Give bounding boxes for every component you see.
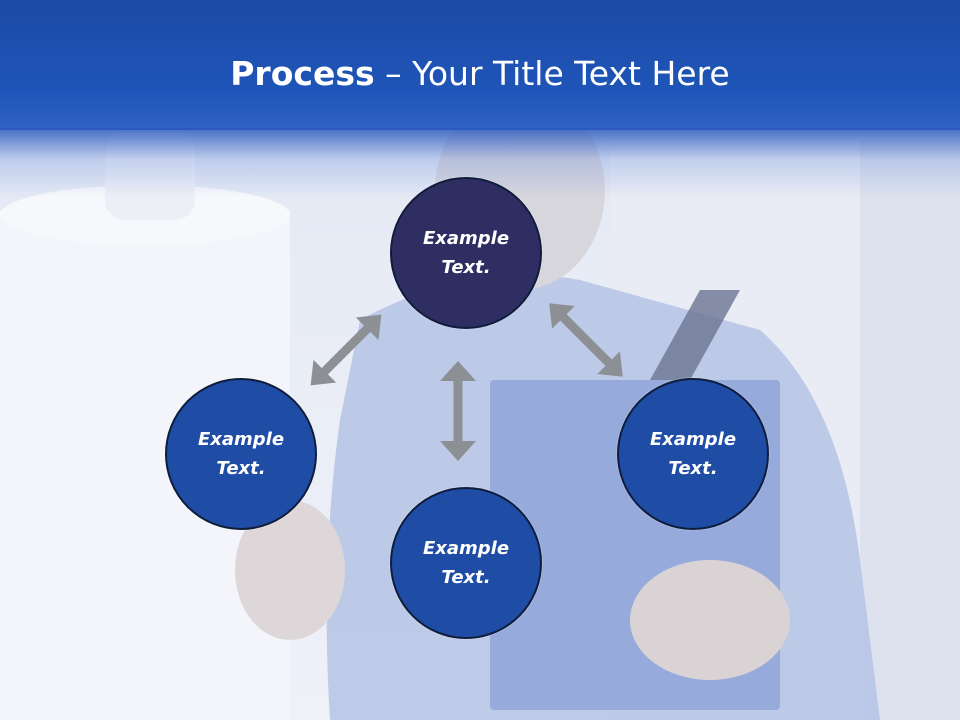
slide-title: Process – Your Title Text Here <box>0 52 960 96</box>
title-bold: Process <box>230 54 375 93</box>
node-right-line1: Example <box>649 429 737 450</box>
process-node-top: Example Text. <box>390 177 542 329</box>
process-node-bottom: Example Text. <box>390 487 542 639</box>
node-top-line2: Text. <box>441 257 491 278</box>
header-bar <box>0 0 960 130</box>
node-right-line2: Text. <box>668 458 718 479</box>
node-bottom-line2: Text. <box>441 567 491 588</box>
node-left-line2: Text. <box>216 458 266 479</box>
node-bottom-line1: Example <box>422 538 510 559</box>
process-node-right: Example Text. <box>617 378 769 530</box>
node-top-line1: Example <box>422 228 510 249</box>
arrow-top-right <box>549 303 623 377</box>
arrow-top-left <box>310 314 382 386</box>
node-left-line1: Example <box>197 429 285 450</box>
process-node-left: Example Text. <box>165 378 317 530</box>
arrow-vertical <box>440 361 476 461</box>
title-rest: – Your Title Text Here <box>374 54 730 93</box>
